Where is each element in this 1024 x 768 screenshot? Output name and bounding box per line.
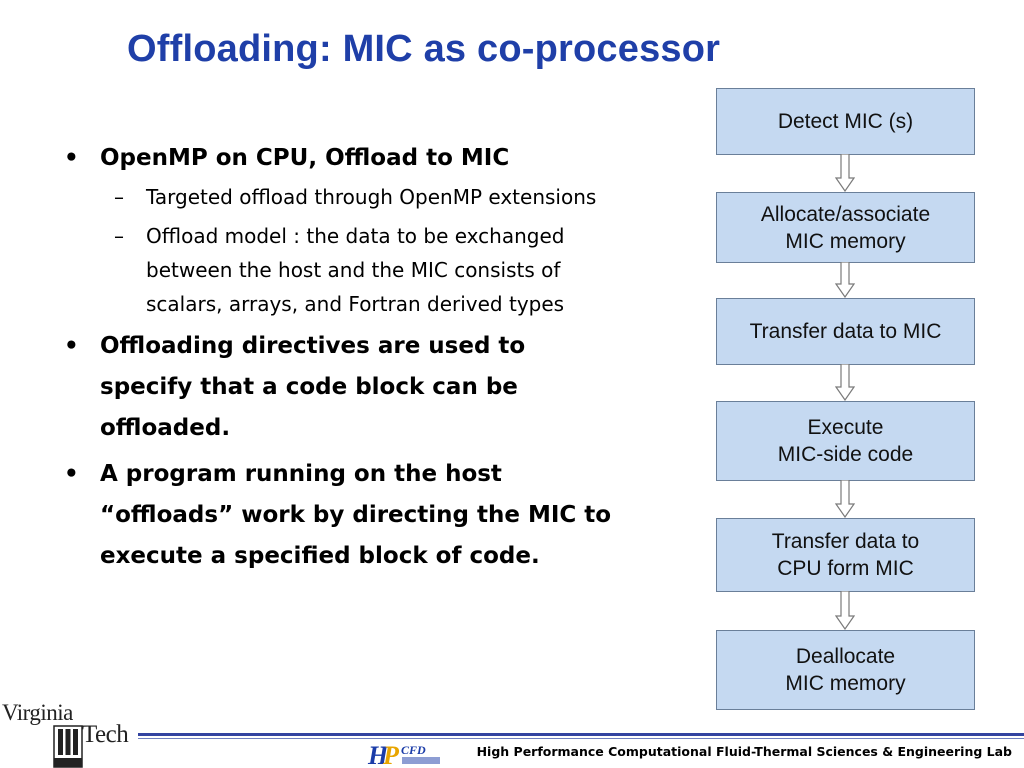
svg-text:P: P [382, 741, 400, 768]
bullet-text: Offloading directives are used to specif… [100, 333, 526, 441]
flow-step-line: Execute [807, 416, 884, 439]
slide-title: Offloading: MIC as co-processor [127, 28, 721, 70]
flow-step-line: Detect MIC (s) [777, 110, 914, 133]
flow-step-line: MIC memory [785, 672, 906, 695]
flow-step-line: MIC memory [785, 229, 906, 253]
vt-building-icon [53, 725, 83, 768]
vt-logo-tech: Tech [82, 721, 129, 748]
sub-bullet-marker: – [114, 185, 124, 209]
sub-bullet-item: – Targeted offload through OpenMP extens… [60, 180, 620, 214]
bullet-item: • OpenMP on CPU, Offload to MIC [60, 138, 620, 179]
flow-step-line: MIC-side code [777, 443, 914, 466]
bullet-text: A program running on the host “offloads”… [100, 461, 612, 569]
footer-rule [138, 733, 1024, 736]
flow-step-allocate: Allocate/associate MIC memory [716, 192, 975, 263]
bullet-item: • A program running on the host “offload… [60, 454, 620, 577]
sub-bullet-text: Offload model : the data to be exchanged… [146, 224, 565, 316]
flow-step-line: Transfer data to MIC [749, 320, 942, 343]
sub-bullet-item: – Offload model : the data to be exchang… [60, 219, 620, 321]
flow-step-transfer-to-cpu: Transfer data to CPU form MIC [716, 518, 975, 592]
bullet-text: OpenMP on CPU, Offload to MIC [100, 145, 510, 171]
virginia-tech-logo: Virginia Tech [0, 700, 142, 768]
down-arrow-icon [835, 262, 855, 298]
down-arrow-icon [835, 154, 855, 192]
down-arrow-icon [835, 591, 855, 630]
flow-step-line: Transfer data to [771, 530, 920, 553]
vt-logo-virginia: Virginia [2, 700, 73, 725]
flow-step-detect: Detect MIC (s) [716, 88, 975, 155]
flow-step-line: CPU form MIC [777, 557, 914, 580]
footer-rule-thin [138, 738, 1024, 739]
flow-step-deallocate: Deallocate MIC memory [716, 630, 975, 710]
bullet-marker: • [64, 145, 79, 171]
sub-bullet-text: Targeted offload through OpenMP extensio… [146, 185, 597, 209]
flow-step-line: Deallocate [795, 645, 896, 668]
flow-step-execute: Execute MIC-side code [716, 401, 975, 481]
bullet-list: • OpenMP on CPU, Offload to MIC – Target… [60, 138, 620, 577]
sub-bullet-marker: – [114, 224, 124, 248]
hpcfd-logo-icon: H P CFD [367, 741, 440, 768]
flow-step-line: Allocate/associate [760, 202, 931, 226]
down-arrow-icon [835, 364, 855, 401]
bullet-item: • Offloading directives are used to spec… [60, 326, 620, 449]
flow-step-transfer-to-mic: Transfer data to MIC [716, 298, 975, 365]
bullet-marker: • [64, 333, 79, 359]
bullet-marker: • [64, 461, 79, 487]
svg-text:CFD: CFD [401, 743, 426, 757]
lab-name: High Performance Computational Fluid-The… [476, 744, 1012, 759]
down-arrow-icon [835, 480, 855, 518]
svg-text:H: H [367, 741, 389, 768]
